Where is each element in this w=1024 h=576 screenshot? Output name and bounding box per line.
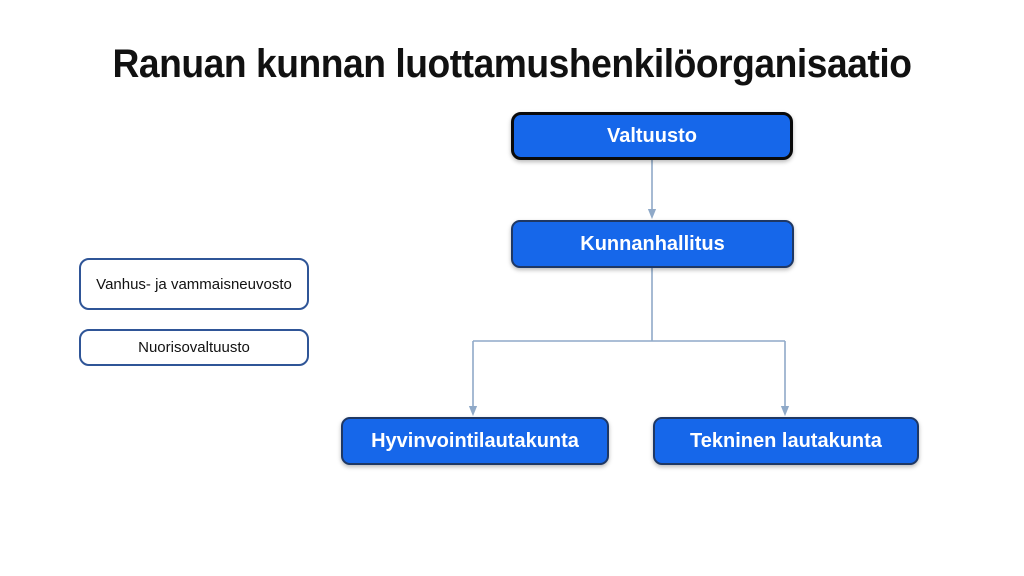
node-tekninen-lautakunta-label: Tekninen lautakunta bbox=[690, 430, 882, 452]
node-tekninen-lautakunta[interactable]: Tekninen lautakunta bbox=[653, 417, 919, 465]
node-kunnanhallitus[interactable]: Kunnanhallitus bbox=[511, 220, 794, 268]
node-vanhus-ja-vammaisneuvosto-label: Vanhus- ja vammaisneuvosto bbox=[96, 275, 292, 293]
node-vanhus-ja-vammaisneuvosto[interactable]: Vanhus- ja vammaisneuvosto bbox=[79, 258, 309, 310]
node-kunnanhallitus-label: Kunnanhallitus bbox=[580, 233, 725, 255]
node-valtuusto[interactable]: Valtuusto bbox=[511, 112, 793, 160]
page-title: Ranuan kunnan luottamushenkilöorganisaat… bbox=[112, 42, 912, 86]
node-hyvinvointilautakunta-label: Hyvinvointilautakunta bbox=[371, 430, 579, 452]
node-nuorisovaltuusto[interactable]: Nuorisovaltuusto bbox=[79, 329, 309, 366]
node-valtuusto-label: Valtuusto bbox=[606, 125, 697, 147]
node-hyvinvointilautakunta[interactable]: Hyvinvointilautakunta bbox=[341, 417, 609, 465]
node-nuorisovaltuusto-label: Nuorisovaltuusto bbox=[138, 339, 250, 356]
